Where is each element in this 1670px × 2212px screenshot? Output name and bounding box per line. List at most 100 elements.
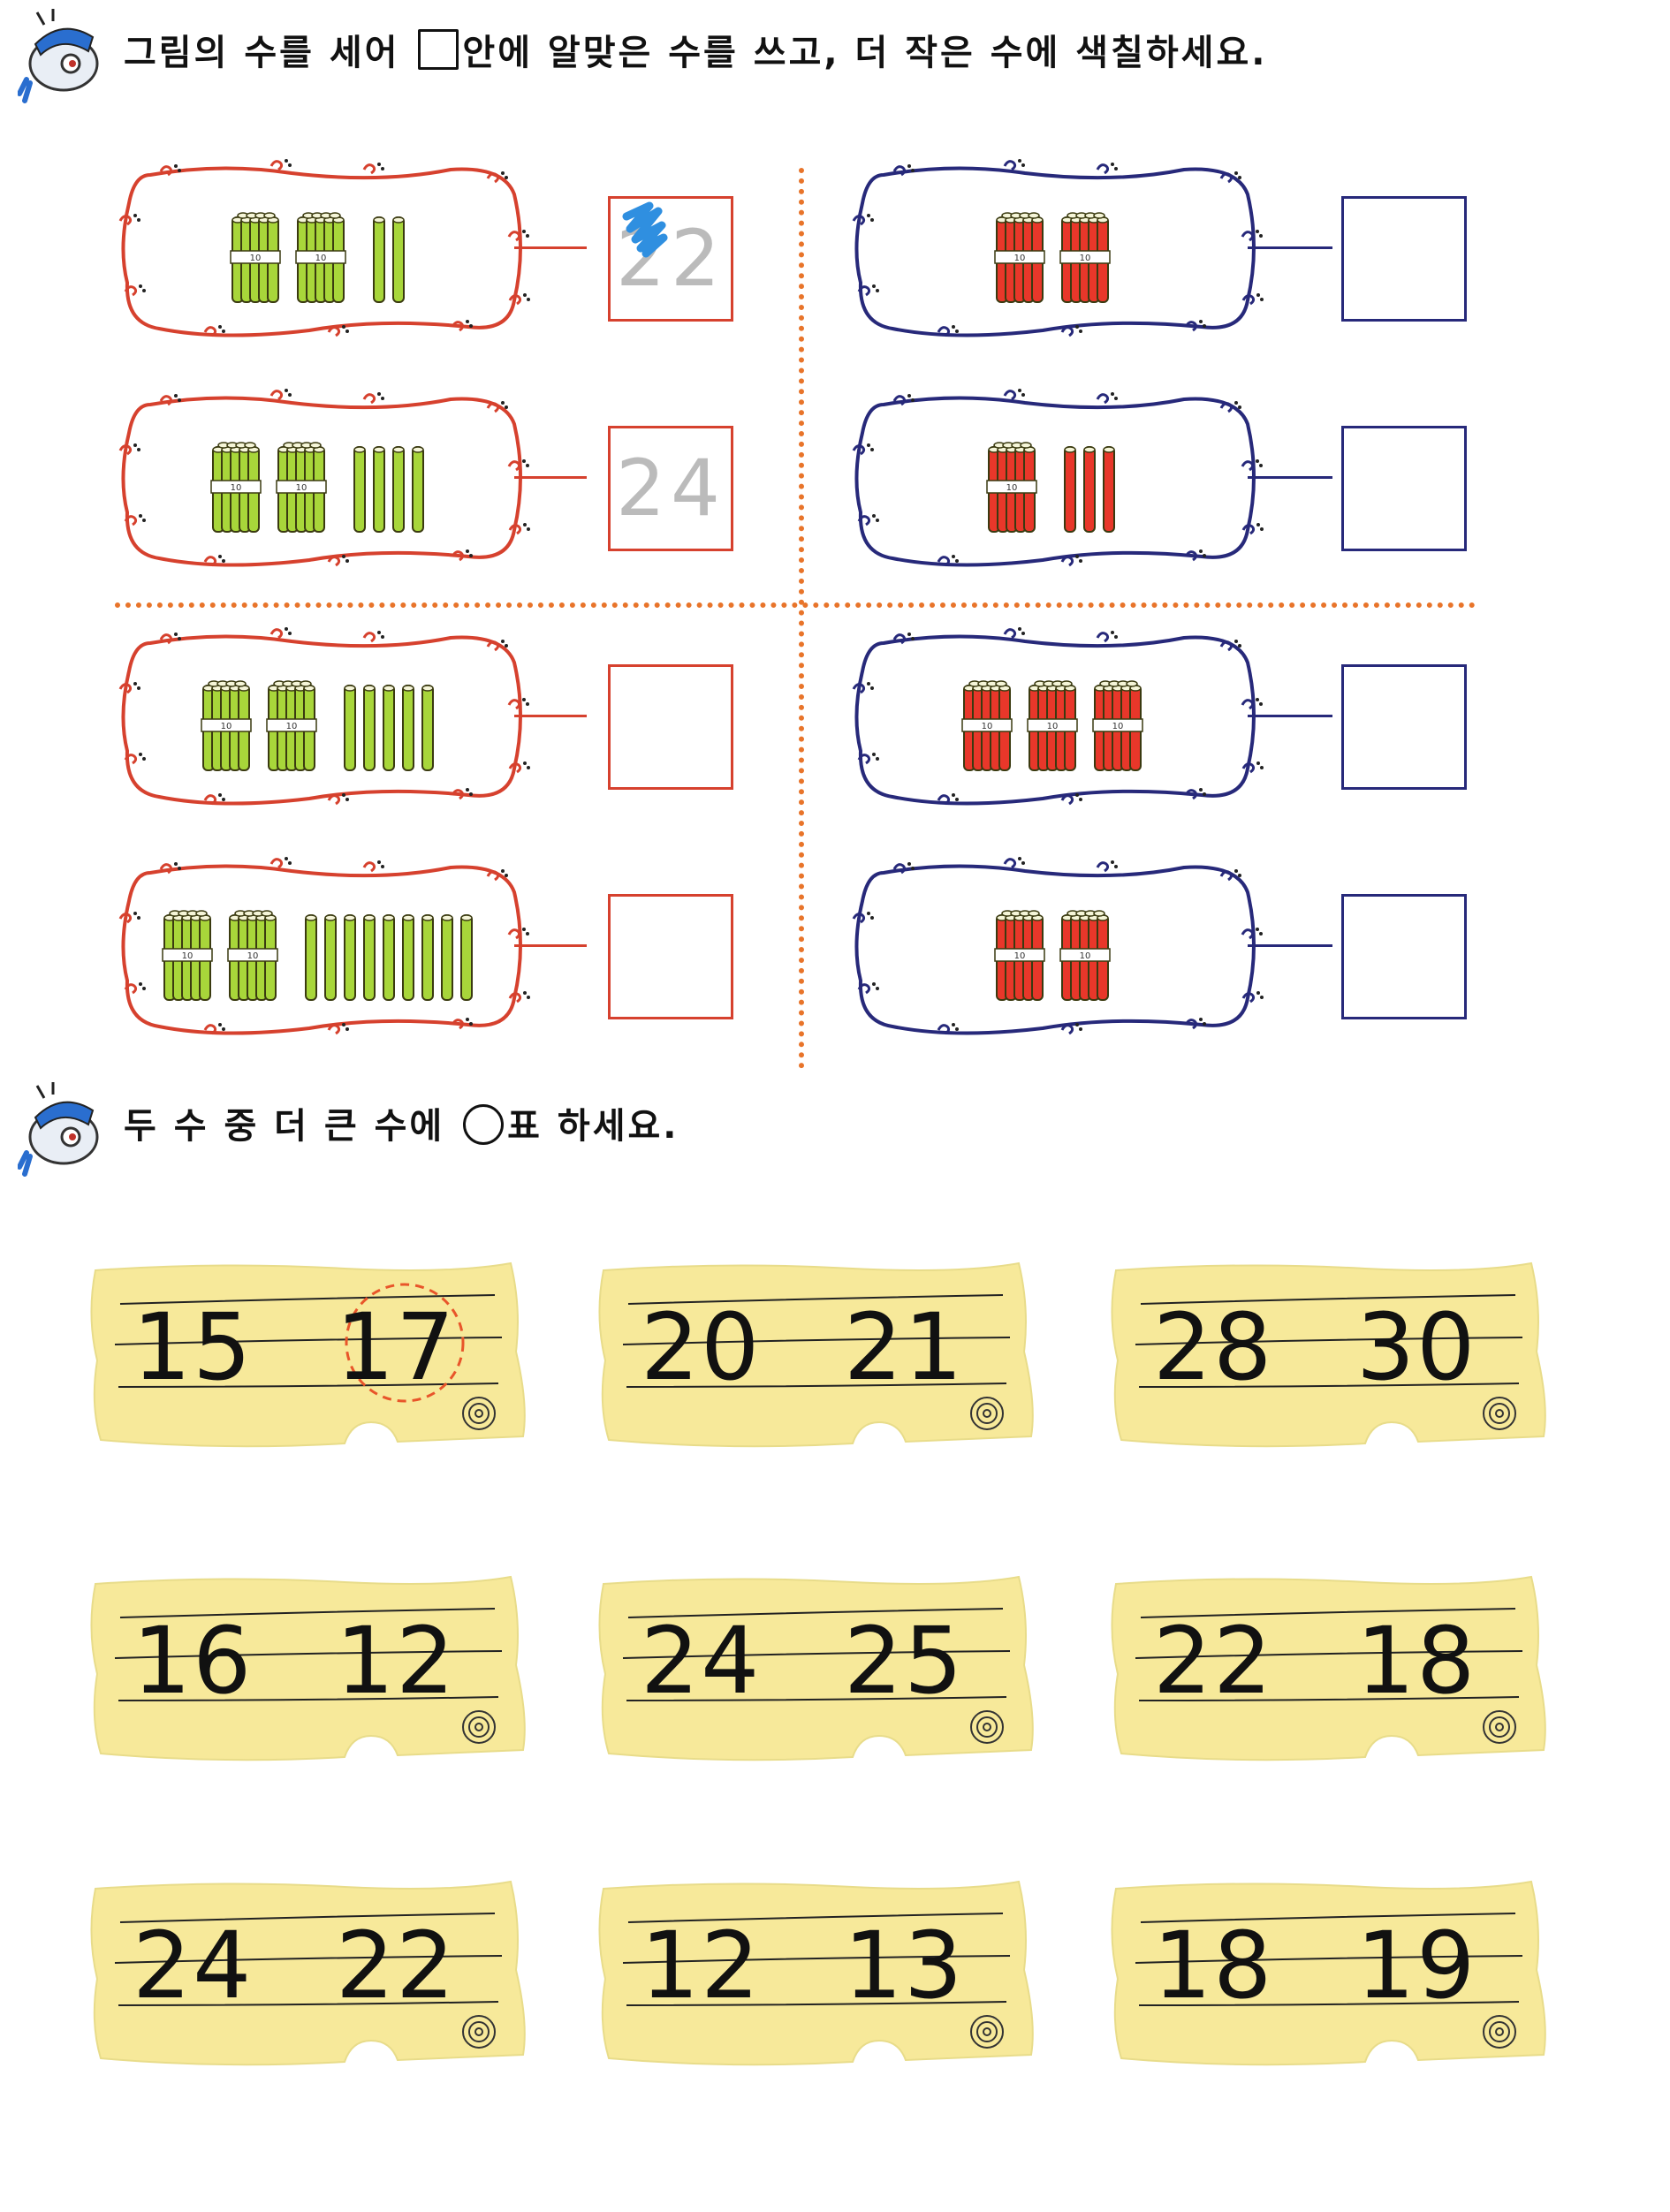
bundle-label: 10 — [1006, 483, 1018, 493]
mascot-icon — [18, 1082, 99, 1177]
instruction-1-text: 그림의 수를 세어 안에 알맞은 수를 쓰고, 더 작은 수에 색칠하세요. — [124, 28, 1267, 78]
compare-number-right[interactable]: 13 — [844, 1912, 965, 2019]
single-stick — [402, 685, 414, 771]
spiral-icon — [970, 1710, 1004, 1744]
mascot-icon — [18, 9, 99, 103]
compare-number-right[interactable]: 21 — [844, 1293, 965, 1401]
bundle-label: 10 — [231, 483, 242, 493]
count-frame: 10 10 — [115, 389, 530, 570]
compare-number-left[interactable]: 24 — [641, 1607, 762, 1715]
single-stick — [392, 446, 405, 533]
vertical-divider — [799, 168, 804, 1069]
bundle-label: 10 — [1080, 951, 1091, 961]
instruction-1-before: 그림의 수를 세어 — [124, 33, 400, 73]
compare-number-left[interactable]: 12 — [641, 1912, 762, 2019]
color-scribble-icon — [622, 201, 668, 258]
box-symbol-icon — [418, 29, 459, 70]
answer-box[interactable] — [608, 664, 733, 790]
compare-number-right[interactable]: 30 — [1356, 1293, 1477, 1401]
ten-bundle: 10 — [266, 680, 317, 771]
answer-box[interactable] — [608, 894, 733, 1019]
ten-bundle: 10 — [295, 212, 346, 303]
compare-scroll: 22 18 — [1100, 1568, 1560, 1771]
single-stick — [460, 914, 473, 1001]
single-stick — [373, 216, 385, 303]
compare-number-left[interactable]: 16 — [133, 1607, 254, 1715]
ten-bundle: 10 — [1092, 680, 1143, 771]
compare-number-left[interactable]: 22 — [1153, 1607, 1274, 1715]
spiral-icon — [462, 2015, 496, 2049]
ten-bundle: 10 — [994, 910, 1045, 1001]
single-stick — [383, 914, 395, 1001]
spiral-icon — [1483, 1397, 1516, 1430]
connector-line — [1248, 943, 1332, 947]
single-stick — [353, 446, 366, 533]
connector-line — [514, 246, 587, 249]
compare-number-left[interactable]: 15 — [133, 1293, 254, 1401]
bundle-label: 10 — [1014, 951, 1026, 961]
circle-symbol-icon — [463, 1104, 505, 1145]
compare-number-right[interactable]: 17 — [336, 1293, 457, 1401]
ten-bundle: 10 — [230, 212, 281, 303]
bundle-label: 10 — [286, 722, 298, 731]
compare-number-left[interactable]: 28 — [1153, 1293, 1274, 1401]
compare-number-right[interactable]: 25 — [844, 1607, 965, 1715]
instruction-2-before: 두 수 중 더 큰 수에 — [124, 1106, 445, 1147]
answer-box[interactable]: 24 — [608, 426, 733, 551]
ten-bundle: 10 — [276, 442, 327, 533]
example-circle — [345, 1283, 465, 1403]
single-stick — [344, 914, 356, 1001]
answer-box[interactable] — [1341, 894, 1467, 1019]
spiral-icon — [462, 1710, 496, 1744]
answer-box[interactable] — [1341, 196, 1467, 322]
connector-line — [514, 714, 587, 717]
bundle-label: 10 — [1047, 722, 1059, 731]
single-stick — [402, 914, 414, 1001]
single-stick — [1103, 446, 1115, 533]
ten-bundle: 10 — [994, 212, 1045, 303]
horizontal-divider — [115, 602, 1476, 608]
single-stick — [363, 685, 376, 771]
compare-number-left[interactable]: 18 — [1153, 1912, 1274, 2019]
bundle-label: 10 — [247, 951, 259, 961]
bundle-label: 10 — [182, 951, 194, 961]
spiral-icon — [1483, 2015, 1516, 2049]
count-frame: 10 — [848, 389, 1264, 570]
count-frame: 10 10 — [848, 857, 1264, 1038]
instruction-1-after: 안에 알맞은 수를 쓰고, 더 작은 수에 색칠하세요. — [462, 33, 1268, 73]
single-stick — [383, 685, 395, 771]
compare-number-left[interactable]: 20 — [641, 1293, 762, 1401]
single-stick — [421, 914, 434, 1001]
single-stick — [373, 446, 385, 533]
single-stick — [392, 216, 405, 303]
ten-bundle: 10 — [210, 442, 262, 533]
connector-line — [1248, 714, 1332, 717]
ten-bundle: 10 — [227, 910, 278, 1001]
compare-scroll: 12 13 — [588, 1873, 1047, 2076]
compare-number-right[interactable]: 12 — [336, 1607, 457, 1715]
answer-box[interactable] — [1341, 426, 1467, 551]
ten-bundle: 10 — [1059, 212, 1111, 303]
single-stick — [1064, 446, 1076, 533]
single-stick — [363, 914, 376, 1001]
instruction-2-after: 표 하세요. — [507, 1106, 679, 1147]
compare-scroll: 24 25 — [588, 1568, 1047, 1771]
bundle-label: 10 — [1080, 254, 1091, 263]
compare-number-right[interactable]: 18 — [1356, 1607, 1477, 1715]
single-stick — [344, 685, 356, 771]
bundle-label: 10 — [315, 254, 327, 263]
compare-number-right[interactable]: 19 — [1356, 1912, 1477, 2019]
compare-number-left[interactable]: 24 — [133, 1912, 254, 2019]
connector-line — [1248, 246, 1332, 249]
spiral-icon — [970, 1397, 1004, 1430]
compare-number-right[interactable]: 22 — [336, 1912, 457, 2019]
spiral-icon — [970, 2015, 1004, 2049]
bundle-label: 10 — [1112, 722, 1124, 731]
answer-box[interactable] — [1341, 664, 1467, 790]
answer-box[interactable]: 22 — [608, 196, 733, 322]
